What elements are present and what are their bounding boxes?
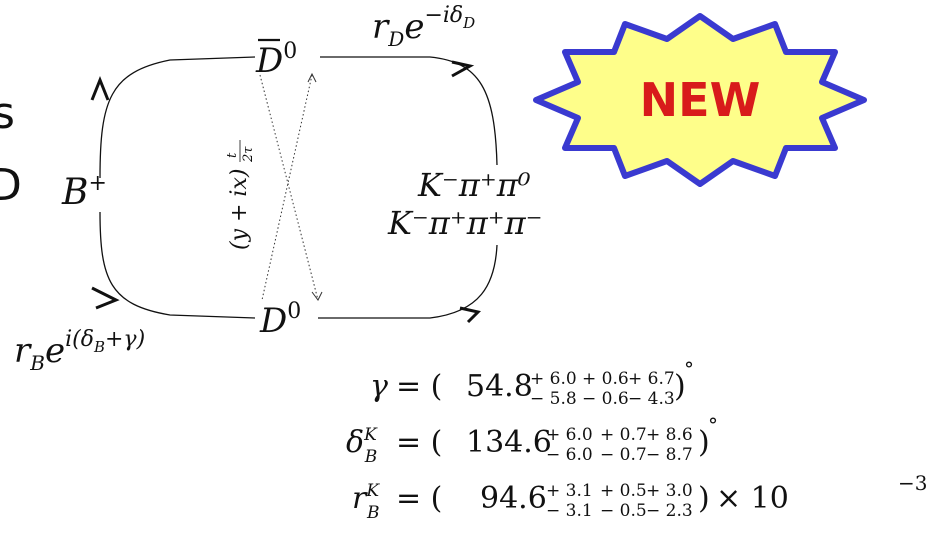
r-b-err-up-2: + 0.5 [600, 481, 647, 501]
path-dbar-to-final [320, 56, 498, 166]
r-b-equals: = ( [396, 481, 442, 516]
delta-b-err-up-3: + 8.6 [646, 425, 693, 445]
gamma-unit: ° [684, 357, 694, 381]
r-b-err-down-3: − 2.3 [646, 501, 693, 521]
d0-node: D0 [259, 299, 301, 341]
delta-b-err-down-2: − 0.7 [600, 445, 647, 465]
mixing-label: (y + ix) t 2τ [225, 140, 256, 250]
mixing-label-frac-den: 2τ [241, 146, 256, 163]
r-b-scale: × 10 [716, 481, 789, 516]
gamma-err-up-3: + 6.7 [628, 369, 675, 389]
gamma-close-paren: ) [674, 369, 686, 404]
gamma-err-up-1: + 6.0 [530, 369, 577, 389]
mixing-arrow-up [307, 72, 317, 83]
mixing-label-main: (y + ix) [227, 169, 252, 250]
r-b-err-down-2: − 0.5 [600, 501, 647, 521]
arrowhead-bottom-right [459, 306, 481, 324]
bottom-amplitude: rBei(δB+γ) [14, 327, 145, 375]
r-b-close-paren: ) [698, 481, 710, 516]
result-gamma: γ = ( 54.8 + 6.0 + 0.6 + 6.7 − 5.8 − 0.6… [370, 357, 694, 409]
left-clipped-text-2: D [0, 160, 22, 211]
gamma-err-down-1: − 5.8 [530, 389, 577, 409]
new-badge-label: NEW [640, 73, 761, 127]
path-b-to-d [99, 211, 256, 319]
delta-b-err-up-2: + 0.7 [600, 425, 647, 445]
mixing-label-frac-num: t [225, 152, 240, 158]
delta-b-central: 134.6 [466, 425, 552, 460]
dbar0-node: D0 [255, 39, 297, 81]
r-b-err-down-1: − 3.1 [546, 501, 593, 521]
path-b-to-dbar [99, 56, 256, 179]
mixing-line-2 [261, 74, 313, 301]
r-b-err-up-1: + 3.1 [546, 481, 593, 501]
delta-b-close-paren: ) [698, 425, 710, 460]
gamma-err-down-3: − 4.3 [628, 389, 675, 409]
final-state-2: K⁻π⁺π⁺π⁻ [387, 204, 543, 242]
delta-b-err-up-1: + 6.0 [546, 425, 593, 445]
b-plus-node: B+ [61, 171, 107, 213]
gamma-symbol: γ [370, 369, 388, 404]
gamma-err-down-2: − 0.6 [582, 389, 629, 409]
r-b-err-up-3: + 3.0 [646, 481, 693, 501]
left-clipped-text-1: s [0, 88, 15, 139]
final-state-1: K⁻π⁺π⁰ [417, 166, 531, 204]
path-d-to-final [318, 244, 498, 319]
mixing-arrow-down [311, 291, 323, 301]
delta-b-equals: = ( [396, 425, 442, 460]
arrowhead-up-left [90, 75, 110, 101]
r-b-scale-exp: −3 [898, 471, 927, 495]
new-badge-star [533, 13, 867, 187]
arrowhead-top-right [451, 60, 475, 78]
r-b-central: 94.6 [480, 481, 547, 516]
delta-b-err-down-1: − 6.0 [546, 445, 593, 465]
gamma-equals: = ( [396, 369, 442, 404]
new-badge: NEW [533, 13, 867, 187]
mixing-line-1 [259, 74, 319, 301]
gamma-err-up-2: + 0.6 [582, 369, 629, 389]
gamma-central: 54.8 [466, 369, 533, 404]
top-amplitude: rDe−iδD [372, 3, 475, 51]
arrowhead-bottom-left [91, 286, 120, 310]
delta-b-unit: ° [708, 413, 718, 437]
delta-b-err-down-3: − 8.7 [646, 445, 693, 465]
